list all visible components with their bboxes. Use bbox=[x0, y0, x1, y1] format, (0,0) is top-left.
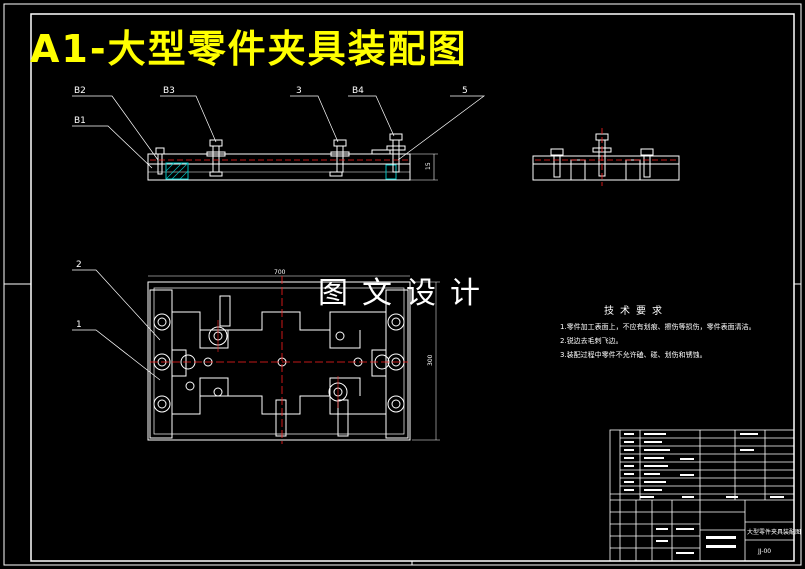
plan-leaders bbox=[72, 269, 161, 381]
plan-bolts bbox=[153, 313, 405, 413]
svg-text:700: 700 bbox=[274, 269, 286, 276]
callout-b2: B2 bbox=[74, 86, 86, 96]
front-view bbox=[147, 133, 438, 181]
callout-b3: B3 bbox=[163, 86, 175, 96]
front-bolt-b3 bbox=[206, 139, 226, 173]
side-view bbox=[532, 133, 680, 181]
drawing-number: JJ-00 bbox=[757, 548, 771, 555]
requirement-1: 1.零件加工表面上，不应有划痕、擦伤等损伤，零件表面清洁。 bbox=[560, 323, 756, 331]
requirement-3: 3.装配过程中零件不允许磕、碰、划伤和锈蚀。 bbox=[560, 351, 707, 359]
callout-2: 2 bbox=[76, 260, 82, 270]
title-block bbox=[609, 429, 795, 562]
front-bolt-b2 bbox=[155, 147, 165, 175]
drawing-name: 大型零件夹具装配图 bbox=[747, 528, 801, 536]
svg-text:300: 300 bbox=[427, 354, 434, 366]
callout-3: 3 bbox=[296, 86, 302, 96]
front-bolt-b4 bbox=[386, 133, 406, 173]
front-leaders bbox=[72, 95, 486, 169]
watermark-text: 图文设计 bbox=[318, 276, 494, 311]
callout-1: 1 bbox=[76, 320, 82, 330]
svg-text:15: 15 bbox=[425, 162, 432, 170]
callout-b4: B4 bbox=[352, 86, 364, 96]
title-block-text-bars bbox=[624, 433, 784, 554]
requirements-heading: 技术要求 bbox=[604, 306, 668, 317]
requirement-2: 2.锐边去毛刺飞边。 bbox=[560, 337, 623, 345]
callout-b1: B1 bbox=[74, 116, 86, 126]
callout-5: 5 bbox=[462, 86, 468, 96]
drawing-title: A1-大型零件夹具装配图 bbox=[30, 27, 468, 71]
front-bolt-3 bbox=[330, 139, 350, 173]
